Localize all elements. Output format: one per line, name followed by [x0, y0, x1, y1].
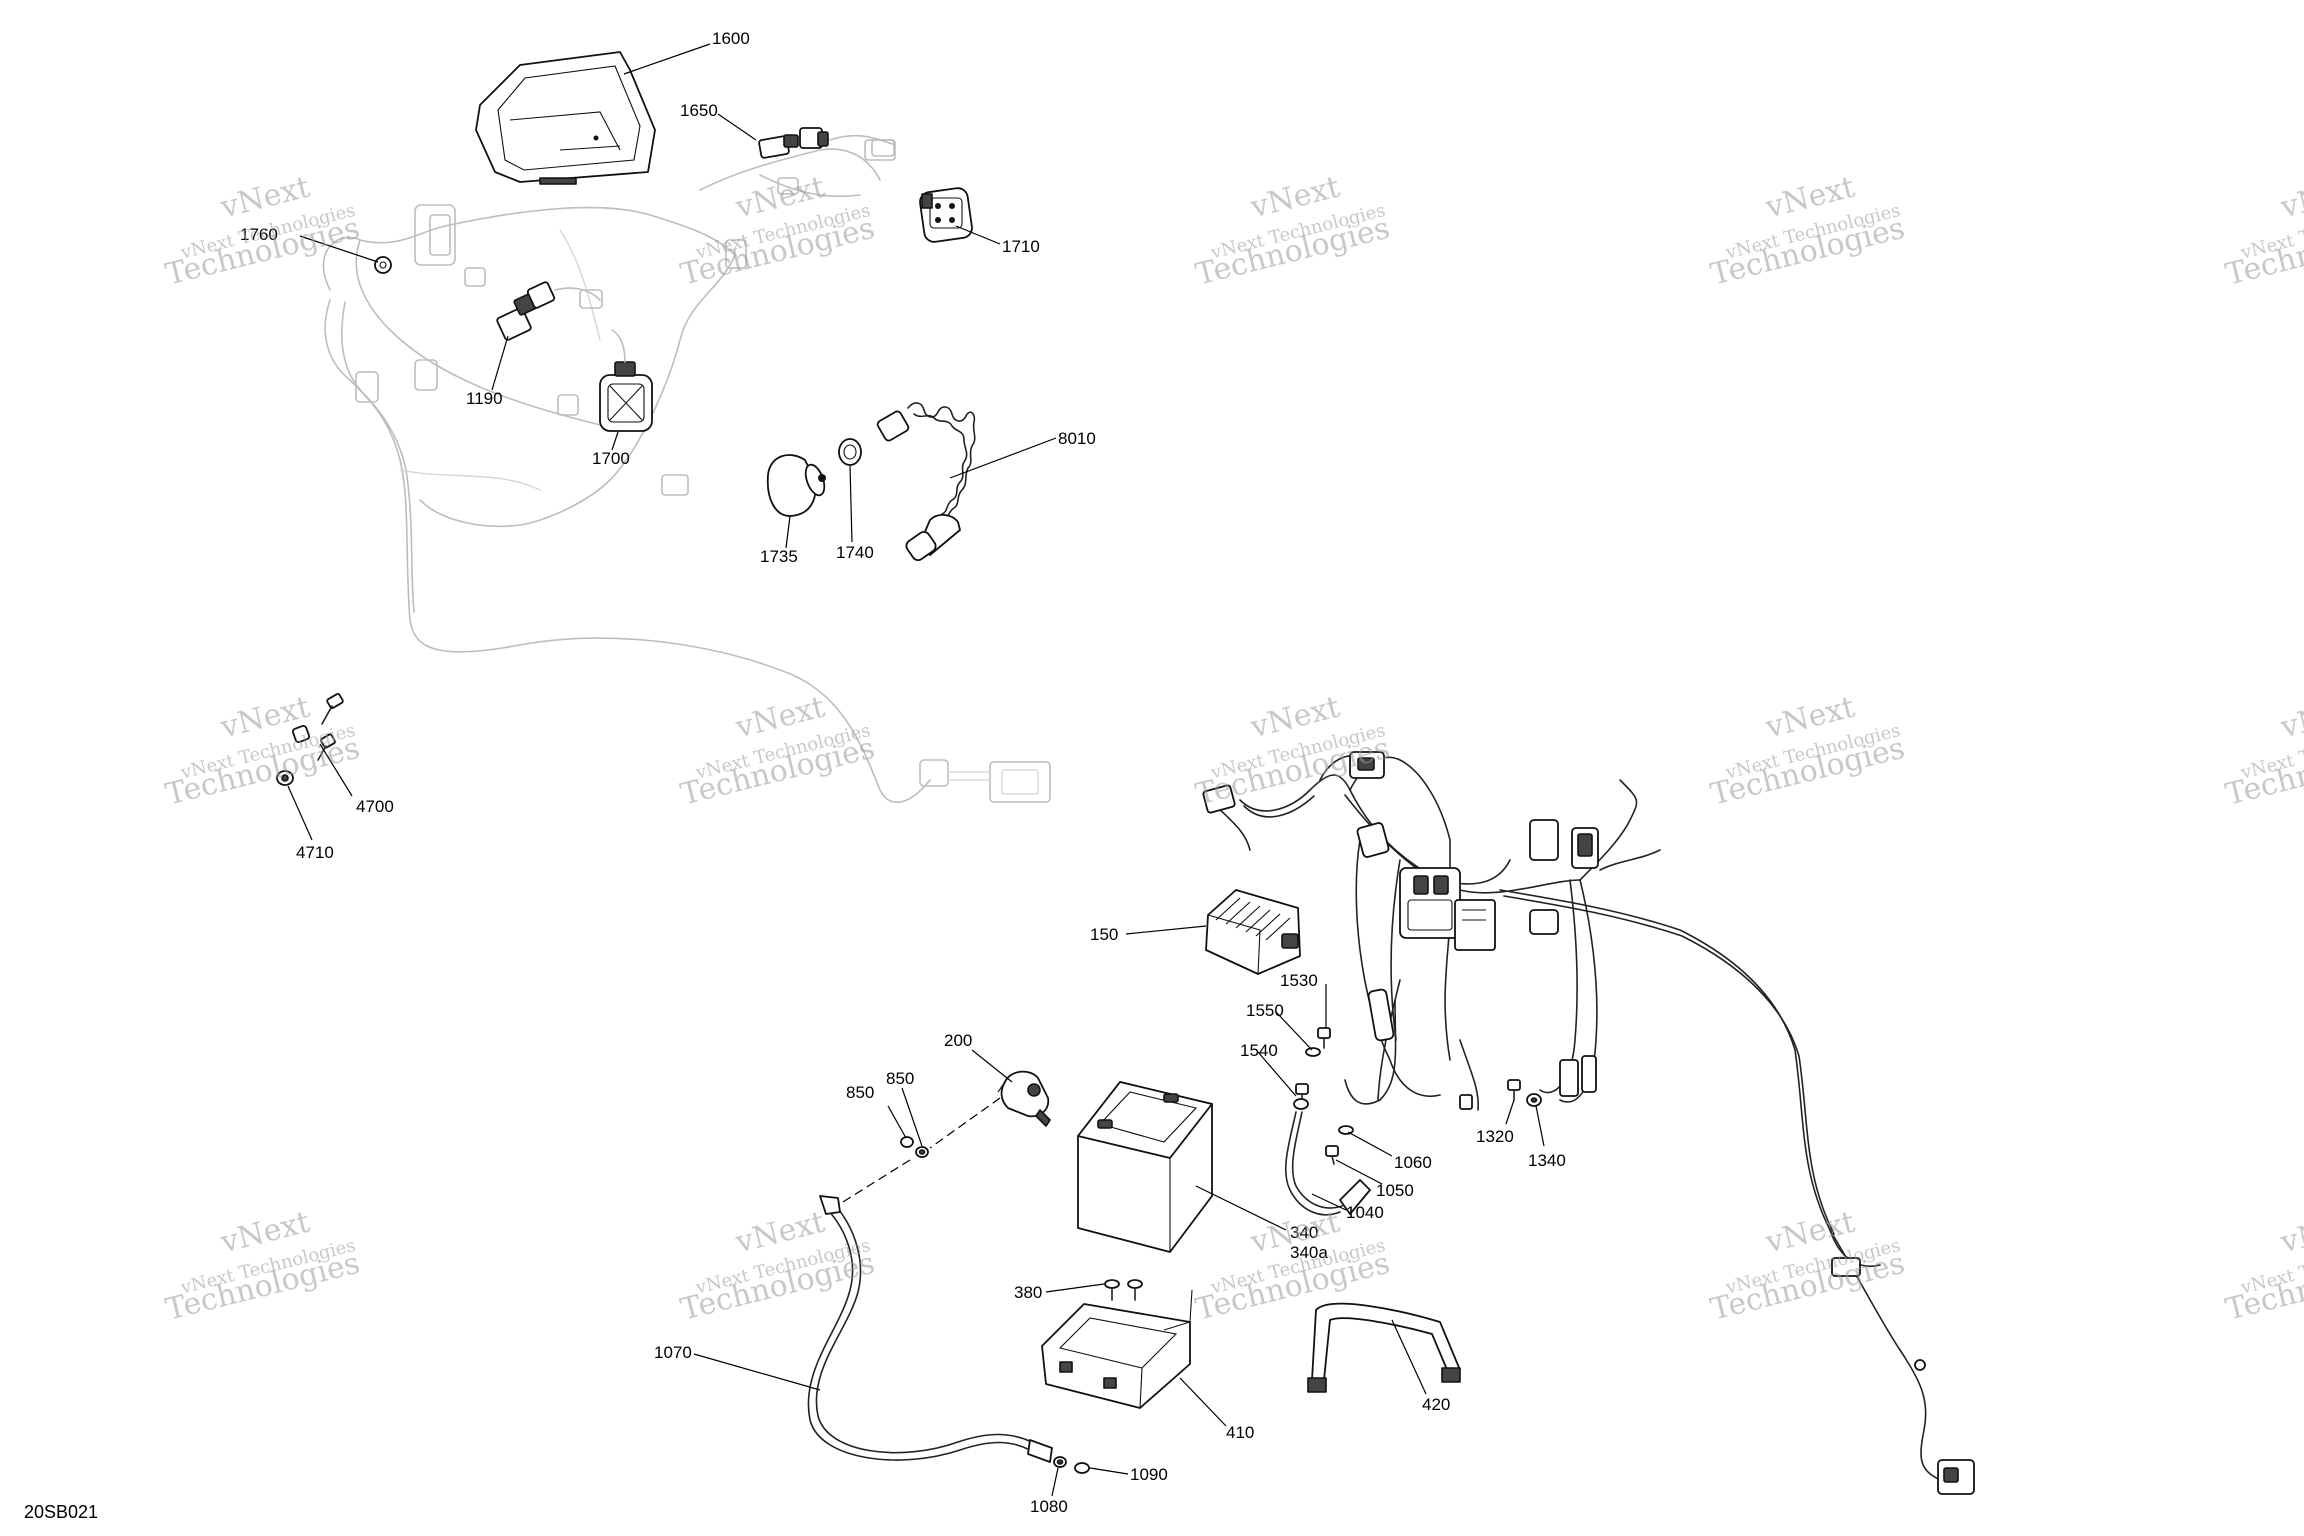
- ground-cable-1040: [1284, 1111, 1371, 1216]
- screw-380: [1104, 1279, 1143, 1301]
- washer-1550: [1305, 1047, 1321, 1057]
- label-380[interactable]: 380: [1014, 1283, 1042, 1302]
- washer-1090: [1074, 1462, 1090, 1474]
- label-420[interactable]: 420: [1422, 1395, 1450, 1414]
- label-1600[interactable]: 1600: [712, 29, 750, 48]
- battery-tray-410: [1041, 1289, 1193, 1409]
- label-1530[interactable]: 1530: [1280, 971, 1318, 990]
- label-1070[interactable]: 1070: [654, 1343, 692, 1362]
- label-1190[interactable]: 1190: [466, 389, 503, 408]
- watermark-text: vNext: [2277, 1205, 2304, 1261]
- label-1650[interactable]: 1650: [680, 101, 718, 120]
- label-1080[interactable]: 1080: [1030, 1497, 1068, 1516]
- grommet-1760: [374, 256, 392, 274]
- battery-strap-420: [1307, 1302, 1461, 1393]
- label-8010[interactable]: 8010: [1058, 429, 1096, 448]
- main-wiring-harness-ghost: [322, 139, 1051, 804]
- label-1760[interactable]: 1760: [240, 225, 278, 244]
- battery-340: [1077, 1081, 1213, 1253]
- nut-1740: [838, 438, 862, 466]
- voltage-regulator-150: [1205, 889, 1301, 975]
- screw-4700: [291, 693, 344, 761]
- label-4700[interactable]: 4700: [356, 797, 394, 816]
- diagram-reference: 20SB021: [24, 1502, 98, 1522]
- connector-1190: [496, 281, 603, 341]
- label-4710[interactable]: 4710: [296, 843, 334, 862]
- label-850-b[interactable]: 850: [886, 1069, 914, 1088]
- nut-850-b: [915, 1146, 929, 1158]
- grommet-4710: [276, 770, 294, 786]
- label-1700[interactable]: 1700: [592, 449, 630, 468]
- label-410[interactable]: 410: [1226, 1423, 1254, 1442]
- bolt-1540: [1293, 1083, 1309, 1110]
- watermark-text: vNext: [2277, 170, 2304, 226]
- label-1060[interactable]: 1060: [1394, 1153, 1432, 1172]
- label-340[interactable]: 340: [1290, 1223, 1318, 1242]
- bolt-1530: [1317, 1027, 1331, 1049]
- bolt-1320: [1507, 1079, 1521, 1101]
- label-1040[interactable]: 1040: [1346, 1203, 1384, 1222]
- label-1710[interactable]: 1710: [1002, 237, 1040, 256]
- washer-1060: [1338, 1125, 1354, 1135]
- label-850-a[interactable]: 850: [846, 1083, 874, 1102]
- label-200[interactable]: 200: [944, 1031, 972, 1050]
- nut-850-a: [900, 1136, 914, 1148]
- leader-lines: [287, 43, 1545, 1497]
- label-1550[interactable]: 1550: [1246, 1001, 1284, 1020]
- label-340a[interactable]: 340a: [1290, 1243, 1328, 1262]
- label-1740[interactable]: 1740: [836, 543, 874, 562]
- label-1735[interactable]: 1735: [760, 547, 798, 566]
- body-wiring-harness: [1202, 751, 1975, 1495]
- watermark-text: vNext: [2277, 690, 2304, 746]
- label-1340[interactable]: 1340: [1528, 1151, 1566, 1170]
- switch-1710: [919, 187, 973, 243]
- battery-cable-1070: [807, 1195, 1053, 1463]
- label-1320[interactable]: 1320: [1476, 1127, 1514, 1146]
- switch-1700: [599, 329, 653, 432]
- instrument-cluster-1600: [475, 51, 656, 185]
- label-1090[interactable]: 1090: [1130, 1465, 1168, 1484]
- label-1050[interactable]: 1050: [1376, 1181, 1414, 1200]
- nut-1340: [1526, 1093, 1542, 1107]
- connector-1650: [758, 127, 896, 159]
- nut-1080: [1053, 1456, 1067, 1468]
- bolt-1050: [1325, 1145, 1339, 1165]
- switch-1735: [766, 454, 826, 517]
- solenoid-assembly-line: [829, 1097, 1001, 1211]
- lanyard-8010: [876, 402, 976, 562]
- label-150[interactable]: 150: [1090, 925, 1118, 944]
- starter-solenoid-200: [997, 1070, 1051, 1127]
- label-1540[interactable]: 1540: [1240, 1041, 1278, 1060]
